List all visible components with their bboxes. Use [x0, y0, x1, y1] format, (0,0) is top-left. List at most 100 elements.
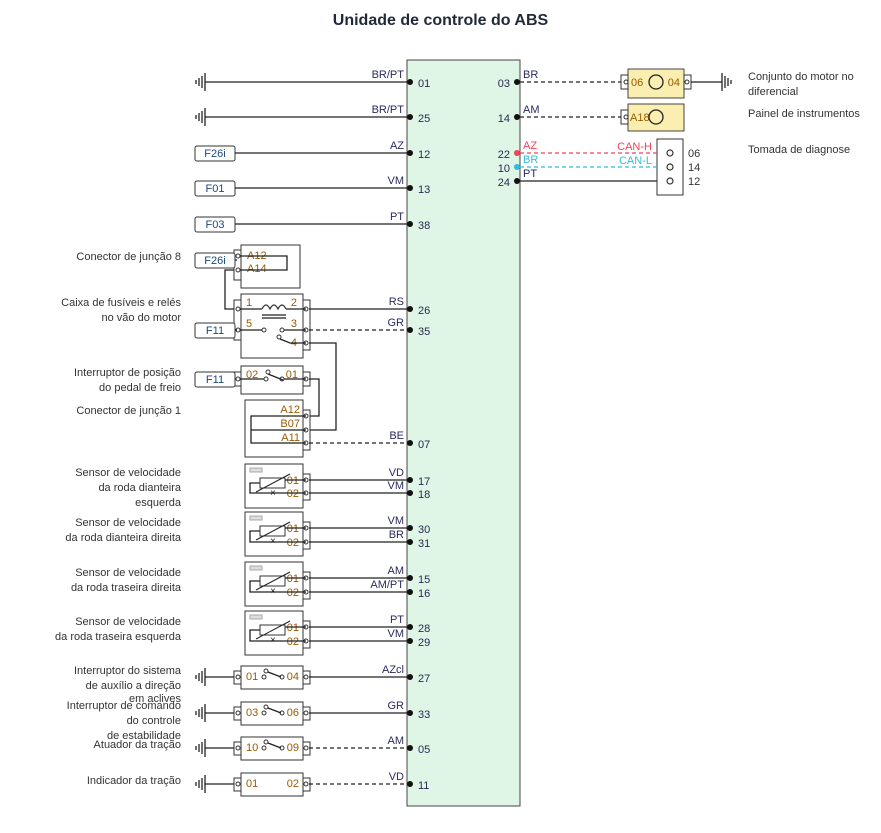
wire-color-label: PT	[523, 168, 537, 180]
junction-connector-8	[240, 244, 301, 289]
wire-color-label: AM	[388, 735, 405, 747]
module-pin-dot	[407, 221, 413, 227]
transistor-icon	[648, 109, 664, 125]
module-pin-dot	[407, 710, 413, 716]
can-h-label: CAN-H	[617, 141, 652, 153]
connector-tab	[302, 521, 311, 550]
terminal	[261, 710, 267, 716]
switch-arm	[267, 707, 282, 714]
module-pin-number: 13	[418, 184, 430, 196]
component-label-line: do controle	[126, 715, 181, 727]
socket-pin	[666, 177, 674, 185]
module-pin-number: 03	[498, 78, 510, 90]
component-label-line: Sensor de velocidade	[75, 517, 181, 529]
pin-label: 02	[287, 636, 299, 648]
module-pin-dot	[407, 674, 413, 680]
terminal	[263, 376, 269, 382]
component-label-line: Indicador da tração	[86, 775, 181, 787]
component-label: Painel de instrumentos	[748, 107, 860, 122]
connector-tab	[233, 299, 242, 341]
wire-color-label: BR/PT	[372, 69, 405, 81]
wire-color-label: AM	[388, 565, 405, 577]
component-label-line: Conector de junção 8	[76, 251, 181, 263]
terminal	[235, 745, 241, 751]
wire	[309, 342, 337, 431]
pin-label: 02	[246, 369, 258, 381]
module-pin-dot	[407, 539, 413, 545]
component-label-line: Sensor de velocidade	[75, 616, 181, 628]
wire-color-label: AZ	[390, 140, 404, 152]
pin-label: 03	[246, 707, 258, 719]
component-label-line: Interruptor de posição	[73, 367, 181, 379]
wire	[249, 580, 306, 593]
terminal	[303, 745, 309, 751]
terminal	[261, 745, 267, 751]
pin-label: 06	[688, 148, 700, 160]
component-label: Indicador da tração	[87, 774, 181, 789]
connector-tab	[302, 473, 311, 501]
wire	[249, 530, 306, 543]
terminal	[303, 710, 309, 716]
fuse-label: F26i	[204, 148, 225, 160]
bridge-wire	[240, 255, 288, 271]
socket-pin	[666, 163, 674, 171]
ground-icon	[195, 739, 206, 757]
component-label: Atuador da tração	[94, 738, 181, 753]
module-pin-dot	[514, 150, 520, 156]
component-label-line: da roda traseira direita	[70, 582, 181, 594]
module-pin-dot	[407, 490, 413, 496]
wire-color-label: VD	[389, 771, 404, 783]
sensor-variable-arrow	[255, 571, 291, 591]
sensor-tag	[249, 467, 263, 473]
module-pin-number: 05	[418, 744, 430, 756]
abs-module-box	[406, 59, 521, 807]
pin-label: 1	[246, 297, 252, 309]
module-pin-dot	[407, 781, 413, 787]
pin-label: 2	[291, 297, 297, 309]
wire-color-label: BR	[389, 529, 404, 541]
wire-color-label: VM	[388, 628, 405, 640]
pin-label: B07	[280, 418, 300, 430]
component-label-line: Sensor de velocidade	[75, 567, 181, 579]
ground-icon	[195, 775, 206, 793]
component-label-line: Painel de instrumentos	[748, 108, 860, 120]
component-label-line: de estabilidade	[106, 730, 181, 742]
diagram-title: Unidade de controle do ABS	[332, 12, 549, 29]
module-pin-number: 01	[418, 78, 430, 90]
module-pin-number: 35	[418, 326, 430, 338]
module-pin-dot	[514, 79, 520, 85]
pin-label: 01	[286, 369, 298, 381]
module-pin-number: 31	[418, 538, 430, 550]
pin-label: 01	[287, 523, 299, 535]
terminal	[261, 674, 267, 680]
module-pin-dot	[407, 477, 413, 483]
component-label-line: Interruptor de comando	[66, 700, 181, 712]
module-pin-dot	[407, 525, 413, 531]
module-pin-number: 28	[418, 623, 430, 635]
relay-coil-icon	[261, 304, 287, 311]
fuse-label: F01	[206, 183, 225, 195]
component-label: Sensor de velocidade da roda traseira dir…	[71, 566, 181, 596]
wire-color-label: PT	[390, 211, 404, 223]
pin-label: 14	[688, 162, 700, 174]
component-label-line: de auxílio a direção	[85, 680, 181, 692]
ground-icon	[195, 704, 206, 722]
module-pin-number: 16	[418, 588, 430, 600]
wire-color-label: BR	[523, 154, 538, 166]
module-pin-dot	[407, 589, 413, 595]
can-l-label: CAN-L	[619, 155, 652, 167]
switch-arm	[267, 373, 284, 381]
module-pin-dot	[514, 114, 520, 120]
component-label-line: em aclives	[129, 693, 181, 705]
sensor-variable-arrow	[255, 620, 291, 640]
module-pin-dot	[407, 79, 413, 85]
module-pin-number: 38	[418, 220, 430, 232]
terminal	[235, 253, 241, 259]
ground-icon	[195, 108, 206, 126]
module-pin-number: 25	[418, 113, 430, 125]
pin-label: 02	[287, 537, 299, 549]
wire-color-label: AZ	[523, 140, 537, 152]
terminal	[303, 674, 309, 680]
